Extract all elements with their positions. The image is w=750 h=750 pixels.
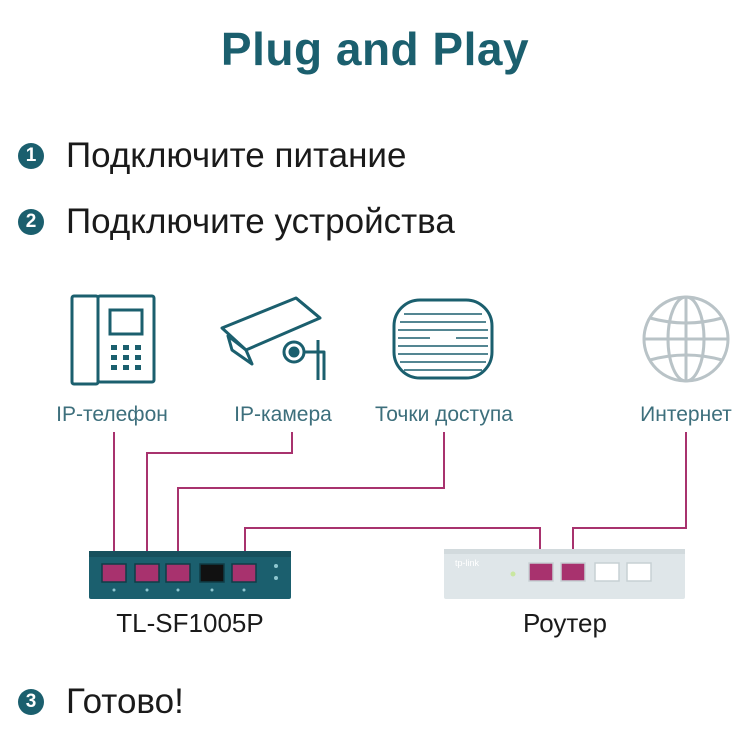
step-2: 2 Подключите устройства [18, 202, 455, 242]
router-label: Роутер [523, 608, 607, 638]
router-device: tp-link [444, 549, 685, 599]
router-port-empty [594, 562, 652, 582]
label-ip-phone: IP-телефон [56, 403, 168, 426]
cable-camera [146, 432, 293, 570]
page-title: Plug and Play [220, 23, 530, 75]
switch-label: TL-SF1005P [116, 608, 263, 638]
label-access-points: Точки доступа [375, 403, 513, 426]
globe-icon [642, 295, 730, 383]
step-1: 1 Подключите питание [18, 136, 406, 176]
step-number-badge: 2 [18, 209, 44, 235]
switch-port [101, 563, 257, 583]
access-point-icon [392, 298, 494, 380]
switch-device [89, 551, 291, 599]
ip-camera-icon [220, 296, 326, 380]
step-3: 3 Готово! [18, 682, 184, 722]
step-number-badge: 3 [18, 689, 44, 715]
step-text: Готово! [66, 682, 184, 721]
label-internet: Интернет [640, 403, 732, 426]
step-text: Подключите устройства [66, 202, 455, 241]
switch-port-empty [199, 563, 225, 583]
ip-phone-icon [70, 294, 156, 386]
router-brand-logo: tp-link [455, 558, 480, 568]
router-port [528, 562, 586, 582]
cable-access-point [177, 432, 445, 570]
step-number-badge: 1 [18, 143, 44, 169]
label-ip-camera: IP-камера [234, 403, 332, 426]
step-text: Подключите питание [66, 136, 407, 175]
